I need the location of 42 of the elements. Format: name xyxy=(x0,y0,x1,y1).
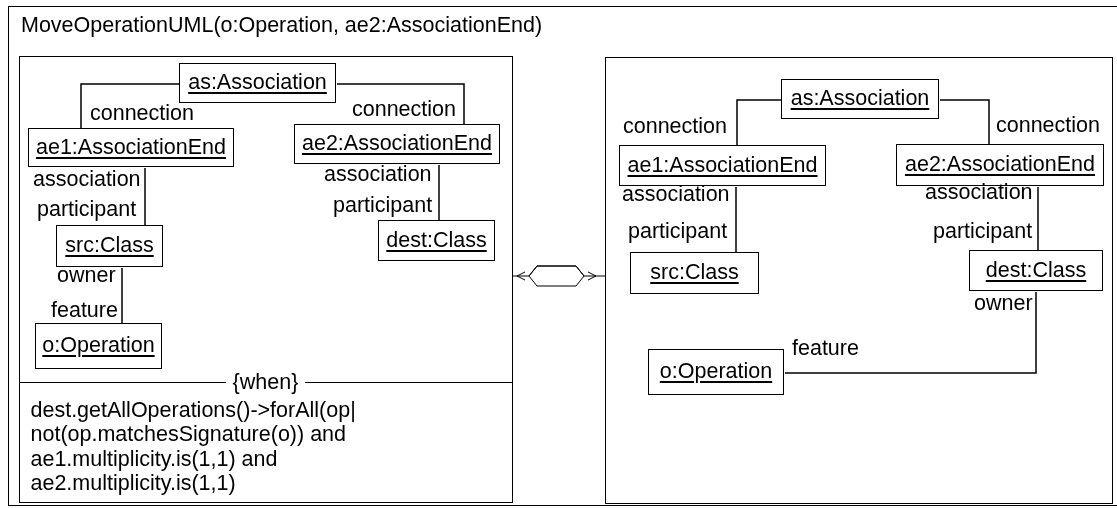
role-name: participant xyxy=(628,220,728,242)
role-name: owner xyxy=(974,292,1033,314)
object-box: o:Operation xyxy=(35,323,162,369)
transformation-arrow xyxy=(512,265,606,287)
role-name: participant xyxy=(933,220,1033,242)
role-name: owner xyxy=(57,264,116,286)
association-line xyxy=(784,291,1037,374)
association-line xyxy=(144,167,146,227)
association-line xyxy=(736,99,783,147)
association-line xyxy=(438,164,440,222)
object-box: src:Class xyxy=(630,252,759,294)
condition-text: dest.getAllOperations()->forAll(op| not(op.matchesSignature(o)) and ae1.multiplicity.is(1,1) and ae2.multiplicity.is(1,1) xyxy=(30,397,357,496)
association-line xyxy=(121,267,123,325)
role-name: participant xyxy=(37,198,137,220)
role-name: feature xyxy=(51,299,118,321)
object-box: ae1:AssociationEnd xyxy=(619,145,826,186)
association-line xyxy=(735,186,737,254)
frame-box xyxy=(8,6,1117,506)
association-line xyxy=(1037,186,1039,252)
role-name: association xyxy=(33,168,141,190)
diagram-panel xyxy=(604,56,1113,504)
object-box: o:Operation xyxy=(648,349,784,395)
frame-title: MoveOperationUML(o:Operation, ae2:AssociationEnd) xyxy=(21,13,543,37)
role-name: participant xyxy=(333,194,433,216)
object-box: src:Class xyxy=(56,225,163,267)
role-name: connection xyxy=(996,114,1100,136)
role-name: connection xyxy=(352,98,456,120)
diagram-panel xyxy=(18,55,513,503)
object-box: dest:Class xyxy=(969,250,1103,291)
object-box: ae2:AssociationEnd xyxy=(294,124,500,164)
association-line xyxy=(336,83,465,126)
role-name: feature xyxy=(792,337,859,359)
object-box: as:Association xyxy=(781,79,939,119)
association-line xyxy=(80,83,181,130)
role-name: connection xyxy=(623,115,727,137)
role-name: association xyxy=(324,163,432,185)
role-name: association xyxy=(622,183,730,205)
role-name: connection xyxy=(90,102,194,124)
association-line xyxy=(939,99,990,146)
object-box: as:Association xyxy=(179,63,336,103)
object-box: dest:Class xyxy=(378,220,495,261)
object-box: ae1:AssociationEnd xyxy=(28,128,234,167)
